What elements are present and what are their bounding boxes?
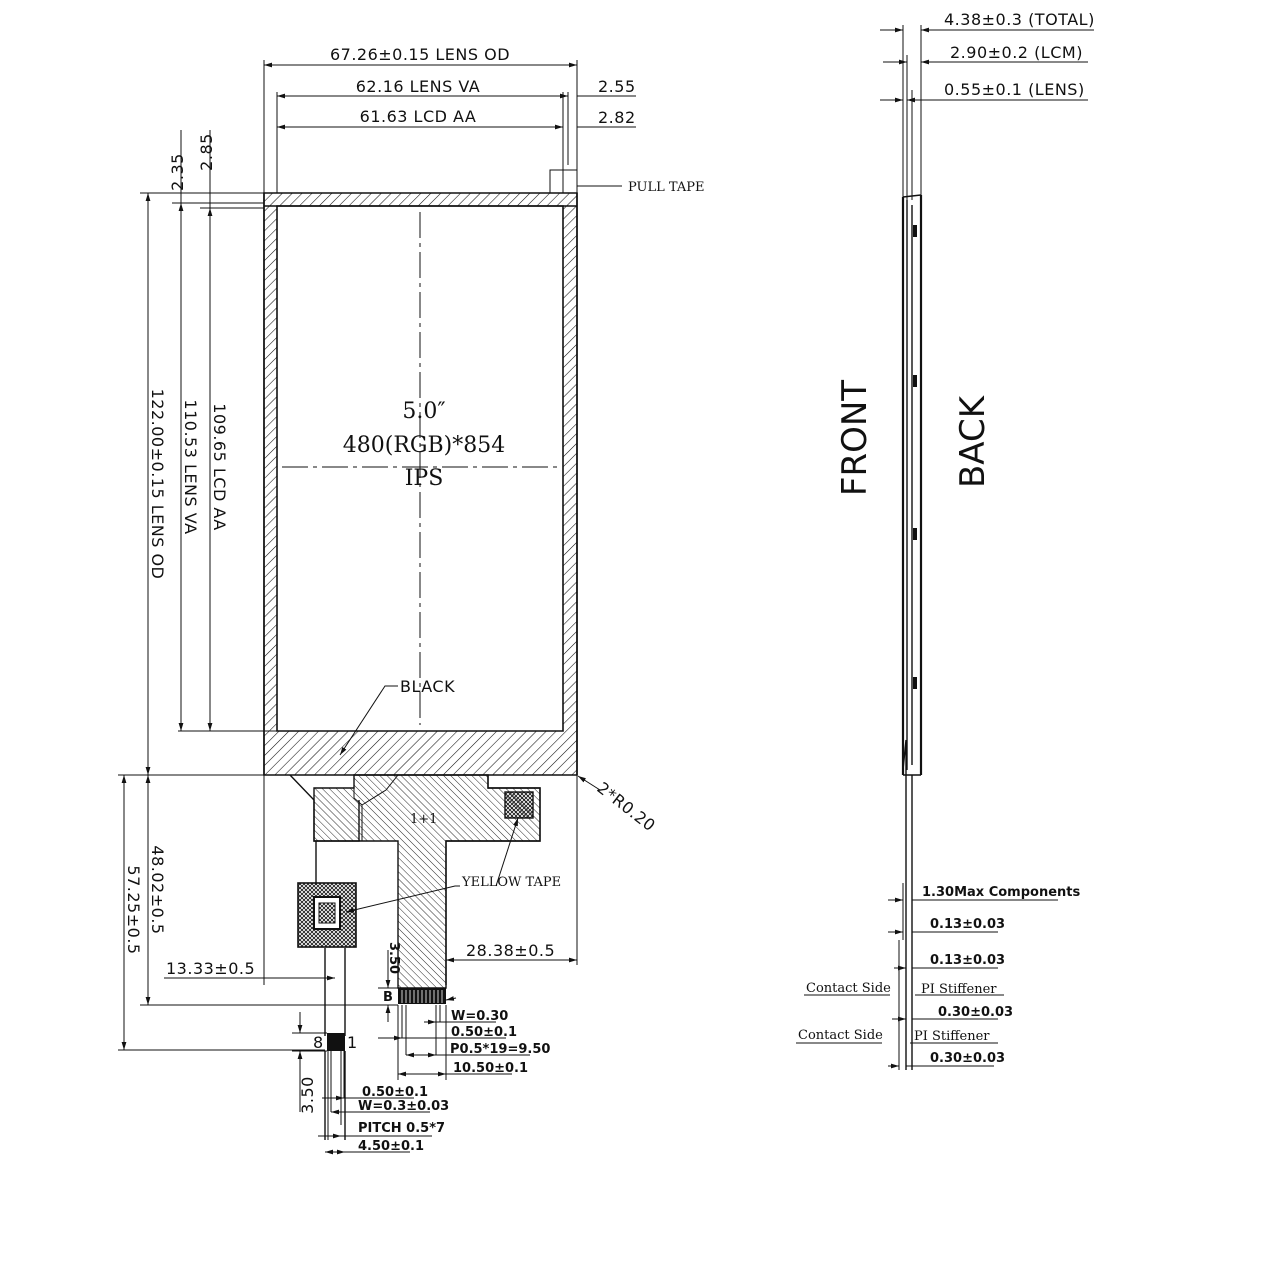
panel-type: IPS	[405, 466, 444, 491]
pi-stiffener-label-2: PI Stiffener	[914, 1029, 990, 1044]
pin-8-label: 8	[313, 1033, 324, 1052]
dim-stiff-b: B	[383, 990, 393, 1005]
back-label: BACK	[953, 394, 993, 488]
dim-offset-aa-y: 2.85	[197, 133, 216, 171]
dim-offset-left: 13.33±0.5	[166, 959, 255, 978]
dim-lens-thickness: 0.55±0.1 (LENS)	[944, 80, 1085, 99]
dim-fpc-w: W=0.30	[451, 1009, 508, 1024]
fpc-mark: 1+1	[410, 812, 437, 827]
dim-t3: 0.30±0.03	[938, 1005, 1013, 1020]
dim-lcm-thickness: 2.90±0.2 (LCM)	[950, 43, 1083, 62]
pull-tape-label: PULL TAPE	[628, 180, 704, 195]
dim-components: 1.30Max Components	[922, 885, 1080, 900]
dim-conn-height: 3.50	[298, 1076, 317, 1114]
dim-lens-va-width: 62.16 LENS VA	[356, 77, 481, 96]
dim-stiff-height: 3.50	[386, 942, 401, 974]
side-view: 4.38±0.3 (TOTAL) 2.90±0.2 (LCM) 0.55±0.1…	[796, 10, 1095, 1070]
dim-t2: 0.13±0.03	[930, 953, 1005, 968]
dim-lcd-aa-width: 61.63 LCD AA	[360, 107, 477, 126]
yellow-tape-label: YELLOW TAPE	[461, 875, 561, 890]
dim-lens-od-height: 122.00±0.15 LENS OD	[148, 389, 167, 580]
dim-total-thickness: 4.38±0.3 (TOTAL)	[944, 10, 1095, 29]
dim-offset-va-x: 2.55	[598, 77, 636, 96]
panel-resolution: 480(RGB)*854	[343, 433, 505, 458]
connector-dimensions: 8 1 3.50 0.50±0.1 W=0.3±0.03 PITCH 0.5*7…	[292, 1012, 449, 1155]
contact-side-label-1: Contact Side	[806, 981, 891, 996]
pull-tape	[549, 169, 577, 193]
dim-fpc-width: 10.50±0.1	[453, 1061, 528, 1076]
dim-offset-aa-x: 2.82	[598, 108, 636, 127]
fpc: 1+1	[289, 774, 541, 1140]
dim-t1: 0.13±0.03	[930, 917, 1005, 932]
pin-1-label: 1	[347, 1033, 358, 1052]
dim-fpc-length-2: 57.25±0.5	[124, 865, 143, 954]
dim-fpc-gap: 0.50±0.1	[451, 1025, 517, 1040]
dim-conn-width: 4.50±0.1	[358, 1139, 424, 1154]
dim-t4: 0.30±0.03	[930, 1051, 1005, 1066]
dim-lens-va-height: 110.53 LENS VA	[181, 399, 200, 534]
contact-side-label-2: Contact Side	[798, 1028, 883, 1043]
dim-conn-w: W=0.3±0.03	[358, 1099, 449, 1114]
dim-fpc-pitch: P0.5*19=9.50	[450, 1042, 550, 1057]
connector-pins	[327, 1033, 345, 1051]
dim-conn-gap: 0.50±0.1	[362, 1085, 428, 1100]
dim-conn-pitch: PITCH 0.5*7	[358, 1121, 445, 1136]
front-label: FRONT	[835, 380, 875, 496]
panel-size: 5.0″	[402, 399, 445, 424]
corner-radius-label: 2*R0.20	[594, 778, 660, 835]
front-view: 5.0″ 480(RGB)*854 IPS BLACK 67.26±0.15 L…	[118, 45, 704, 1155]
component-small	[504, 791, 534, 819]
fpc-dimensions: 48.02±0.5 57.25±0.5 13.33±0.5 28.38±0.5 …	[118, 774, 578, 1080]
dim-offset-right: 28.38±0.5	[466, 941, 555, 960]
dim-offset-va-y: 2.35	[168, 153, 187, 191]
dim-lens-od-width: 67.26±0.15 LENS OD	[330, 45, 510, 64]
pi-stiffener-label-1: PI Stiffener	[921, 982, 997, 997]
left-dimensions: 2.35 2.85 122.00±0.15 LENS OD 110.53 LEN…	[140, 130, 277, 776]
dim-fpc-length-1: 48.02±0.5	[148, 845, 167, 934]
dim-lcd-aa-height: 109.65 LCD AA	[210, 403, 229, 530]
top-dimensions: 67.26±0.15 LENS OD 62.16 LENS VA 61.63 L…	[263, 45, 704, 195]
black-label: BLACK	[400, 677, 455, 696]
